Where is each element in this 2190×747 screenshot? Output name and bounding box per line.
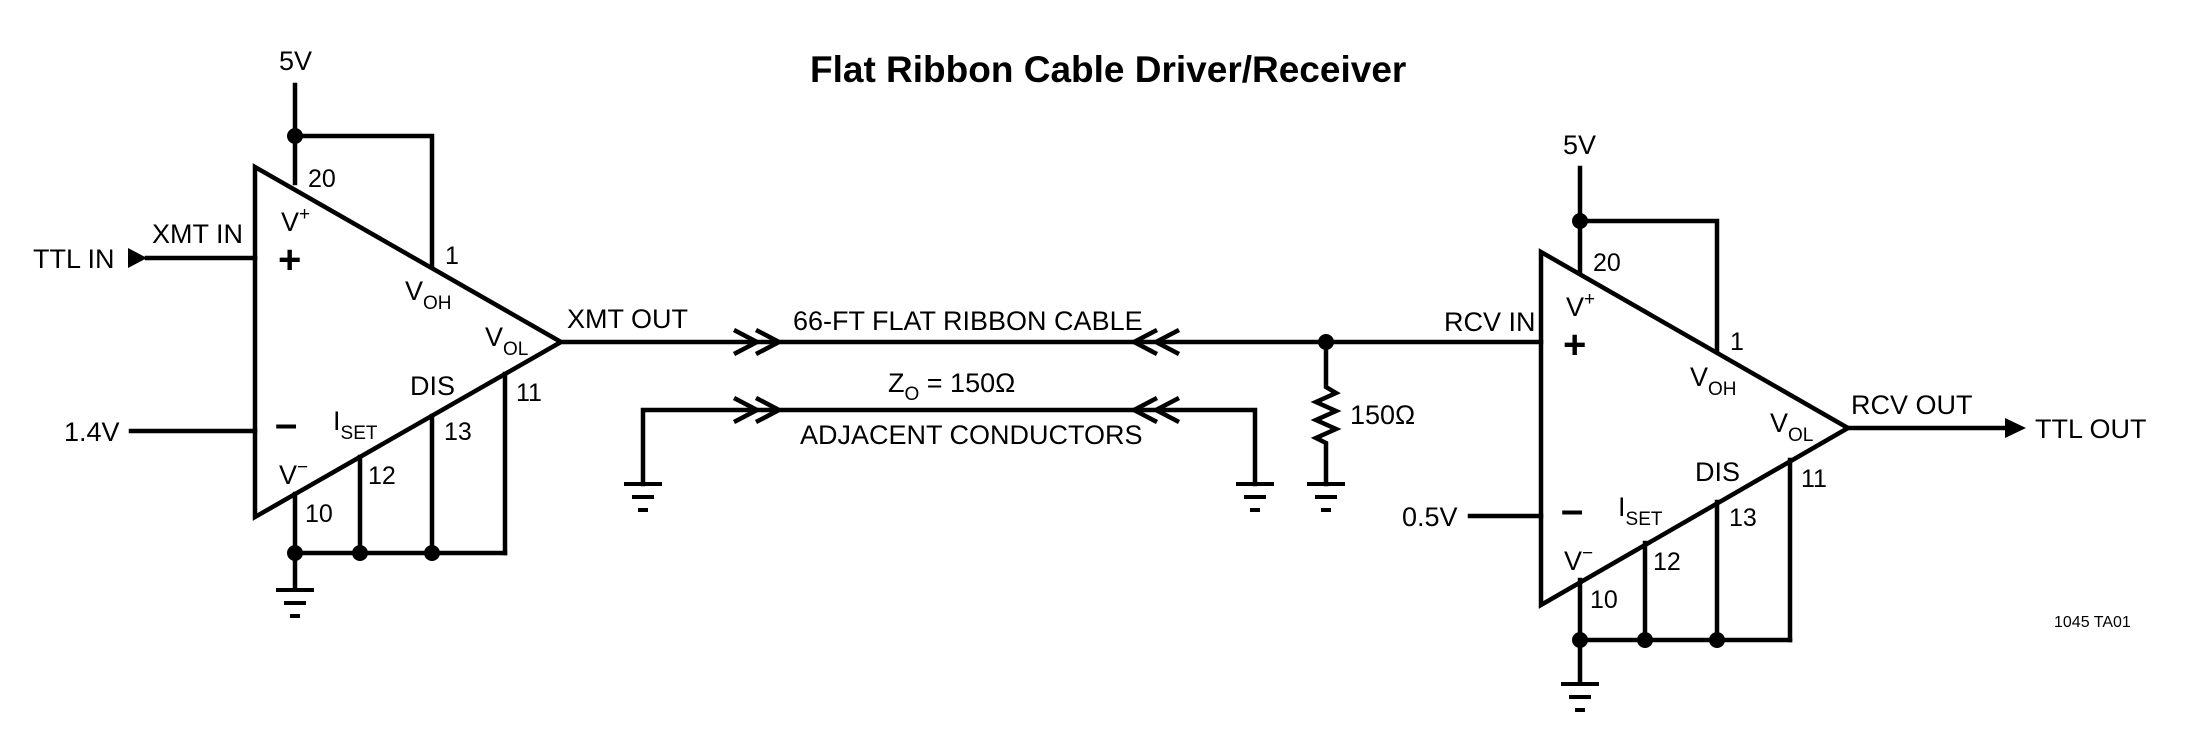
termination-value-label: 150Ω — [1350, 400, 1415, 430]
receiver-vplus-label: V+ — [1566, 289, 1595, 322]
driver-pin-1: 1 — [445, 242, 459, 270]
termination-resistor: 150Ω — [1307, 334, 1415, 512]
driver-vplus-label: V+ — [281, 204, 310, 237]
driver-pin-12: 12 — [368, 462, 396, 490]
driver-iset-label: ISET — [333, 406, 378, 444]
driver-pin-13: 13 — [444, 418, 472, 446]
receiver-minus-sign: – — [1561, 488, 1583, 532]
receiver-plus-sign: + — [1563, 323, 1586, 367]
driver-vol-label: VOL — [485, 322, 528, 360]
cable-signal-connector-right — [1129, 327, 1181, 357]
receiver-bus-junction-1 — [1572, 632, 1588, 648]
receiver-supply-junction — [1572, 213, 1588, 229]
driver-input-arrow — [128, 248, 147, 268]
termination-ground-symbol — [1307, 482, 1345, 512]
cable-signal-connector-left — [732, 327, 784, 357]
receiver-voh-label: VOH — [1690, 362, 1737, 400]
receiver-rcv-in-label: RCV IN — [1444, 307, 1536, 337]
receiver-ref-label: 0.5V — [1402, 502, 1458, 532]
driver-pin-11: 11 — [516, 379, 542, 407]
receiver-pin-10: 10 — [1590, 586, 1618, 614]
receiver-bus-junction-3 — [1709, 632, 1725, 648]
cable-impedance-label: ZO = 150Ω — [888, 368, 1015, 405]
receiver-bus-junction-2 — [1637, 632, 1653, 648]
driver-vminus-label: V− — [279, 457, 308, 490]
receiver-iset-label: ISET — [1618, 492, 1663, 530]
driver-supply-label: 5V — [279, 46, 312, 76]
driver-bus-junction-2 — [352, 545, 368, 561]
receiver-supply-label: 5V — [1563, 130, 1596, 160]
receiver-vol-label: VOL — [1770, 408, 1813, 446]
cable-adjacent-connector-right — [1129, 395, 1181, 425]
receiver-ground-symbol — [1561, 682, 1599, 712]
driver-amplifier: 5V 20 1 11 13 12 10 V+ + VOH VOL DIS – I… — [33, 46, 688, 618]
cable-adjacent-label: ADJACENT CONDUCTORS — [800, 420, 1143, 450]
driver-bus-junction-1 — [287, 545, 303, 561]
receiver-vminus-label: V− — [1564, 543, 1593, 576]
driver-ground-symbol — [276, 588, 314, 618]
driver-xmt-in-label: XMT IN — [152, 219, 243, 249]
driver-pin-20: 20 — [308, 165, 336, 193]
receiver-amplifier: RCV IN 5V 20 1 11 13 12 10 V+ + VOH VOL … — [1323, 130, 2147, 712]
receiver-rcv-out-label: RCV OUT — [1851, 390, 1973, 420]
receiver-pin-11: 11 — [1801, 465, 1827, 493]
receiver-dis-label: DIS — [1695, 457, 1740, 487]
driver-dis-label: DIS — [410, 371, 455, 401]
driver-voh-label: VOH — [405, 276, 452, 314]
cable-left-ground-symbol — [624, 482, 662, 512]
driver-ttl-in-label: TTL IN — [33, 244, 115, 274]
driver-triangle — [252, 163, 566, 521]
driver-xmt-out-label: XMT OUT — [567, 304, 688, 334]
driver-bus-junction-3 — [424, 545, 440, 561]
cable-name-label: 66-FT FLAT RIBBON CABLE — [793, 306, 1143, 336]
receiver-ttl-out-label: TTL OUT — [2035, 414, 2147, 444]
receiver-output-arrow — [2005, 418, 2026, 438]
receiver-pin-13: 13 — [1729, 504, 1757, 532]
receiver-pin-20: 20 — [1593, 249, 1621, 277]
diagram-title: Flat Ribbon Cable Driver/Receiver — [810, 49, 1406, 90]
receiver-triangle — [1538, 248, 1853, 609]
figure-id: 1045 TA01 — [2054, 614, 2131, 631]
receiver-voh-wire — [1577, 218, 1720, 355]
cable-adjacent-connector-left — [732, 395, 784, 425]
receiver-pin-1: 1 — [1730, 328, 1744, 356]
resistor-zigzag — [1310, 339, 1342, 487]
cable-adjacent-wire — [640, 407, 1258, 487]
driver-minus-sign: – — [275, 402, 297, 446]
cable-right-ground-symbol — [1236, 482, 1274, 512]
ribbon-cable: 66-FT FLAT RIBBON CABLE ZO = 150Ω ADJACE… — [558, 306, 1328, 512]
driver-ref-label: 1.4V — [64, 417, 120, 447]
receiver-pin-12: 12 — [1653, 548, 1681, 576]
driver-supply-junction — [287, 128, 303, 144]
driver-plus-sign: + — [278, 238, 301, 282]
driver-pin-10: 10 — [305, 500, 333, 528]
driver-voh-wire — [292, 133, 435, 268]
